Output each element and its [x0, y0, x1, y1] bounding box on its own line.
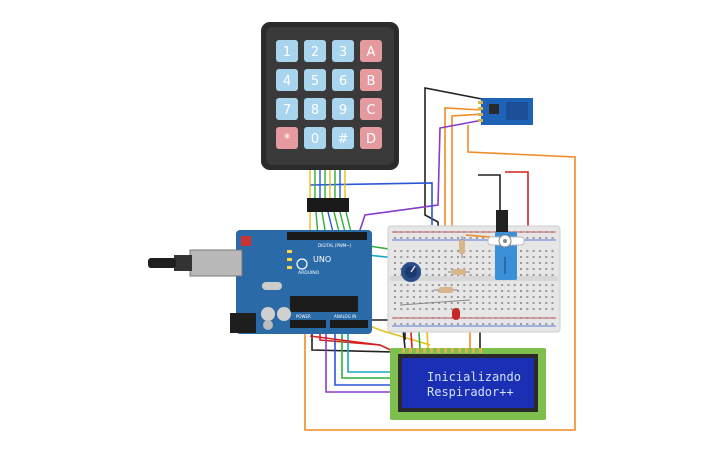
keypad-key-label: 3	[339, 45, 347, 60]
esp8266-module	[478, 98, 533, 125]
keypad-key-label: A	[367, 45, 376, 60]
wire-purple-1	[354, 119, 484, 246]
keypad-key-label: *	[284, 132, 291, 147]
keypad-key-label: B	[367, 74, 376, 89]
keypad-key[interactable]: 1	[276, 40, 298, 62]
wire-red-servo	[505, 171, 529, 232]
wire-lcd-blue	[334, 322, 395, 386]
power-jack	[230, 313, 256, 333]
atmega-chip	[290, 296, 358, 312]
reset-button	[241, 236, 251, 246]
keypad-key-label: 0	[311, 132, 319, 147]
keypad-key[interactable]: 7	[276, 98, 298, 120]
servo-motor	[487, 210, 525, 280]
arduino-brand: ARDUINO	[298, 270, 320, 276]
keypad-ribbon	[309, 170, 346, 200]
resistor	[434, 287, 458, 293]
keypad-key[interactable]: 6	[332, 69, 354, 91]
wire-lcd-purple	[325, 322, 395, 393]
wire-lcd-cyan	[347, 322, 395, 373]
keypad-key[interactable]: B	[360, 69, 382, 91]
keypad-key-label: 7	[283, 103, 291, 118]
arduino-uno: UNO ARDUINO DIGITAL (PWM~) POWER ANALOG …	[148, 230, 372, 334]
keypad-key[interactable]: 5	[304, 69, 326, 91]
arduino-digital-label: DIGITAL (PWM~)	[318, 243, 352, 248]
wire-black-esp-gnd	[424, 87, 488, 240]
lcd-display: Inicializando Respirador++	[390, 348, 546, 420]
wire-black-servo	[478, 174, 501, 218]
keypad-key-label: D	[366, 132, 376, 147]
led	[452, 308, 460, 320]
resistor	[448, 269, 470, 275]
arduino-logo-icon	[296, 258, 308, 270]
keypad-key[interactable]: C	[360, 98, 382, 120]
keypad-key[interactable]: 9	[332, 98, 354, 120]
keypad-key-label: 2	[311, 45, 319, 60]
keypad-key[interactable]: 4	[276, 69, 298, 91]
keypad-key-label: 5	[311, 74, 319, 89]
resistor	[459, 236, 465, 258]
keypad-key-label: 4	[283, 74, 291, 89]
arduino-model: UNO	[313, 255, 331, 264]
keypad-key-label: #	[338, 132, 349, 147]
wire-red-power	[309, 335, 396, 353]
wire-blue-keypad	[309, 182, 433, 225]
keypad-keys: 1 2 3 A 4 5 6 B 7 8 9 C * 0 # D	[276, 40, 382, 149]
usb-port	[189, 249, 243, 277]
keypad-key-label: 8	[311, 103, 319, 118]
usb-cable	[148, 258, 176, 268]
keypad-key[interactable]: #	[332, 127, 354, 149]
crystal	[262, 282, 282, 290]
keypad-key[interactable]: 2	[304, 40, 326, 62]
keypad-key[interactable]: 0	[304, 127, 326, 149]
power-header	[290, 320, 326, 328]
analog-header	[330, 320, 368, 328]
keypad-key[interactable]: 3	[332, 40, 354, 62]
keypad-key[interactable]: D	[360, 127, 382, 149]
lcd-pins	[402, 348, 482, 353]
capacitor	[261, 307, 275, 321]
keypad-key[interactable]: A	[360, 40, 382, 62]
arduino-analog-label: ANALOG IN	[334, 314, 356, 319]
lcd-screen	[402, 358, 534, 408]
keypad-key-label: 9	[339, 103, 347, 118]
keypad-key[interactable]: 8	[304, 98, 326, 120]
lcd-line-1: Inicializando	[427, 370, 521, 384]
potentiometer	[401, 262, 421, 282]
digital-header	[287, 232, 367, 240]
wire-orange-esp	[304, 125, 576, 431]
lcd-line-2: Respirador++	[427, 385, 514, 399]
keypad-key-label: 6	[339, 74, 347, 89]
breadboard	[387, 225, 561, 333]
keypad-connector	[307, 198, 349, 212]
keypad: 1 2 3 A 4 5 6 B 7 8 9 C * 0 # D	[261, 22, 399, 237]
keypad-key-label: 1	[283, 45, 291, 60]
arduino-power-label: POWER	[296, 314, 311, 319]
keypad-key[interactable]: *	[276, 127, 298, 149]
keypad-key-label: C	[366, 103, 375, 118]
